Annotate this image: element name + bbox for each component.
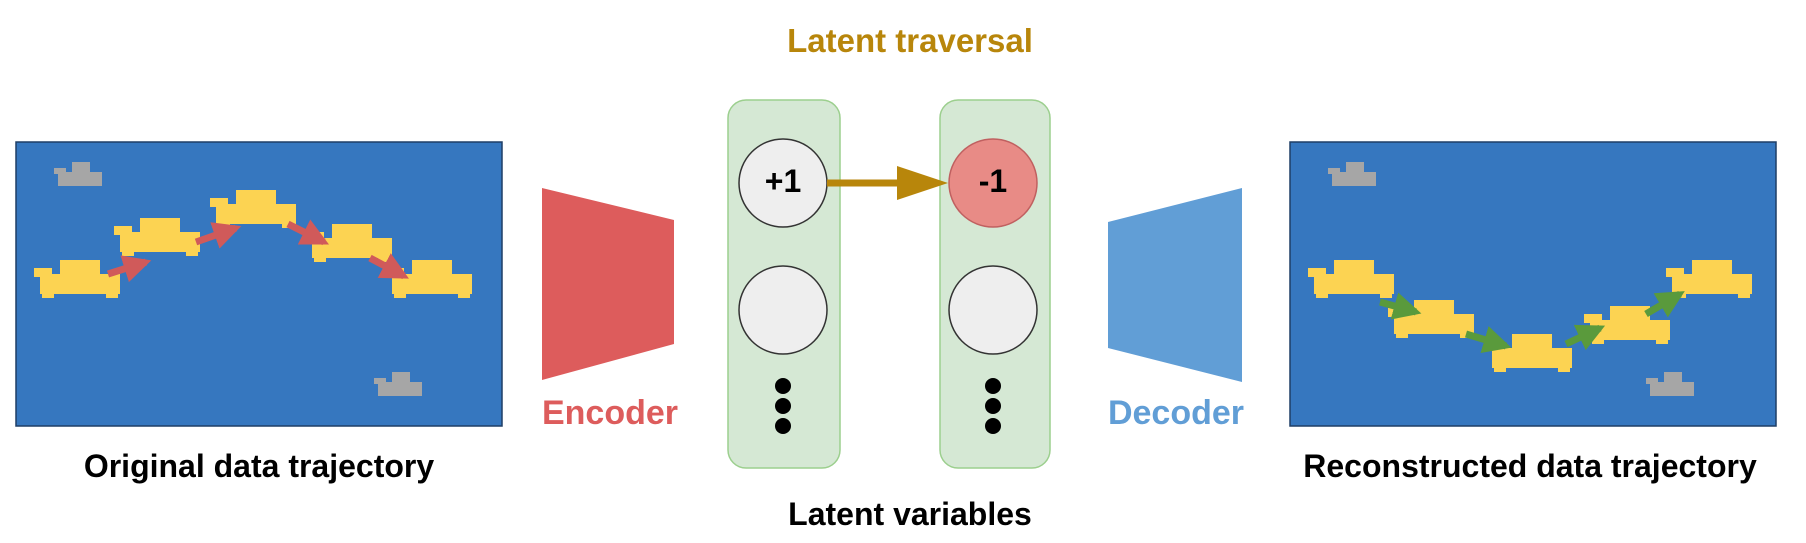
encoder-trapezoid xyxy=(542,188,674,380)
original-trajectory-panel xyxy=(15,141,503,427)
decoder-label: Decoder xyxy=(1107,394,1245,432)
latent-node-minus xyxy=(948,138,1038,228)
traversal-arrow xyxy=(827,166,948,200)
encoder-label: Encoder xyxy=(541,394,679,432)
decoder-trapezoid xyxy=(1108,188,1242,382)
ellipsis-dots-left xyxy=(775,378,791,434)
latent-node xyxy=(738,265,828,355)
reconstructed-trajectory-panel xyxy=(1289,141,1777,427)
trajectory-arrows xyxy=(106,219,409,283)
trajectory-arrows xyxy=(1379,290,1685,353)
ellipsis-dots-right xyxy=(985,378,1001,434)
latent-variables-caption: Latent variables xyxy=(788,496,1032,532)
node-minus-label: -1 xyxy=(978,163,1008,199)
reconstructed-trajectory-caption: Reconstructed data trajectory xyxy=(1303,448,1757,484)
latent-node xyxy=(948,265,1038,355)
node-plus-label: +1 xyxy=(764,163,802,199)
latent-traversal-title: Latent traversal xyxy=(787,22,1033,59)
original-trajectory-caption: Original data trajectory xyxy=(83,448,435,484)
